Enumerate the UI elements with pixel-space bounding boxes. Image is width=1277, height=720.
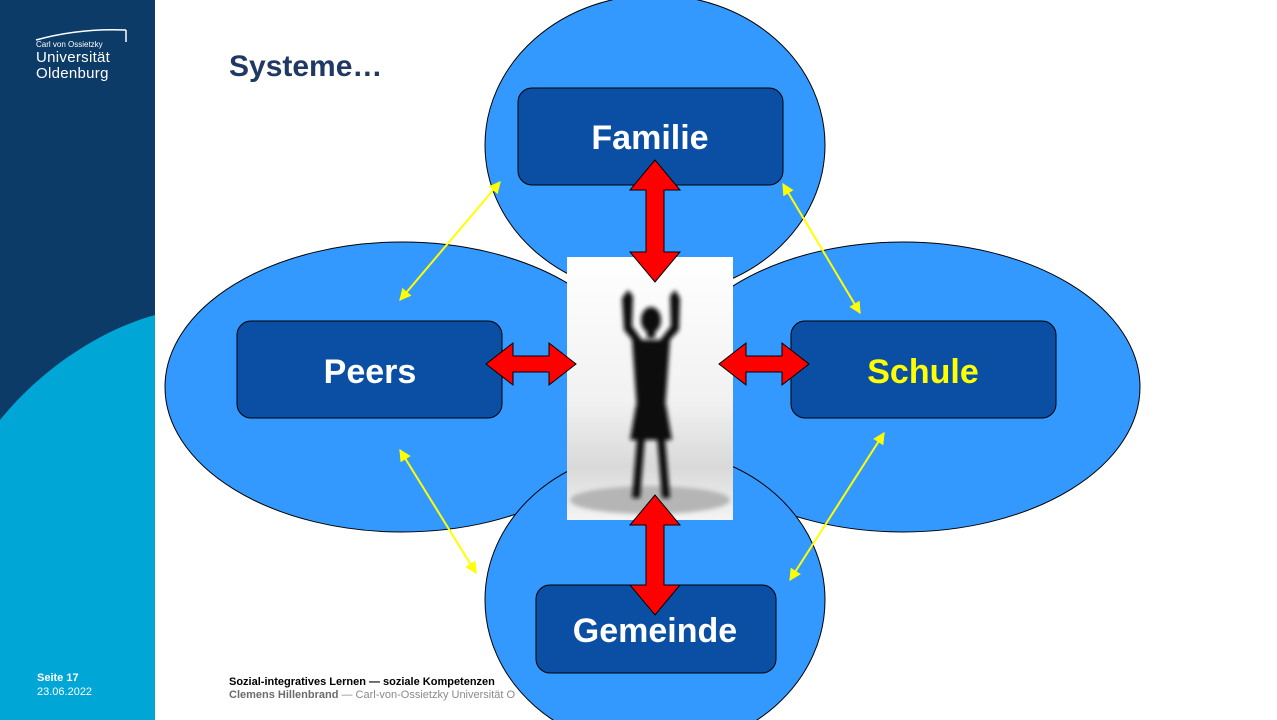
person-silhouette-image: [567, 257, 733, 520]
label-gemeinde: Gemeinde: [573, 612, 737, 650]
link-schule-gemeinde: [789, 431, 885, 582]
footer-course-title: Sozial-integratives Lernen — soziale Kom…: [229, 676, 495, 688]
footer-author-line: Clemens Hillenbrand — Carl-von-Ossietzky…: [229, 689, 515, 702]
slide-title: Systeme…: [229, 50, 383, 83]
footer-affiliation: — Carl-von-Ossietzky Universität O: [338, 689, 516, 701]
link-familie-schule: [782, 182, 861, 315]
logo-arc-icon: [35, 28, 127, 42]
arrow-gemeinde-center: [628, 494, 682, 616]
logo-text-line3: Oldenburg: [36, 65, 109, 82]
link-peers-gemeinde: [399, 448, 477, 575]
arrow-familie-center: [628, 159, 682, 283]
label-peers: Peers: [324, 353, 417, 391]
link-familie-peers: [399, 181, 501, 301]
university-logo: Carl von Ossietzky Universität Oldenburg: [35, 28, 127, 82]
link-arrows: [399, 181, 885, 582]
label-schule: Schule: [867, 353, 978, 391]
page-date: 23.06.2022: [37, 686, 93, 698]
footer-author: Clemens Hillenbrand: [229, 689, 339, 701]
main-arrows: [485, 159, 810, 616]
arrow-peers-center: [485, 341, 577, 387]
page-label: Seite 17: [37, 672, 79, 684]
sidebar: Carl von Ossietzky Universität Oldenburg…: [0, 0, 155, 720]
logo-text-line1: Carl von Ossietzky: [36, 40, 103, 49]
arrow-schule-center: [718, 341, 810, 387]
label-familie: Familie: [591, 119, 708, 157]
slide-footer: Sozial-integratives Lernen — soziale Kom…: [229, 676, 515, 702]
page-info: Seite 17 23.06.2022: [37, 671, 92, 699]
sidebar-background: [0, 0, 155, 720]
logo-text-line2: Universität: [36, 49, 111, 66]
